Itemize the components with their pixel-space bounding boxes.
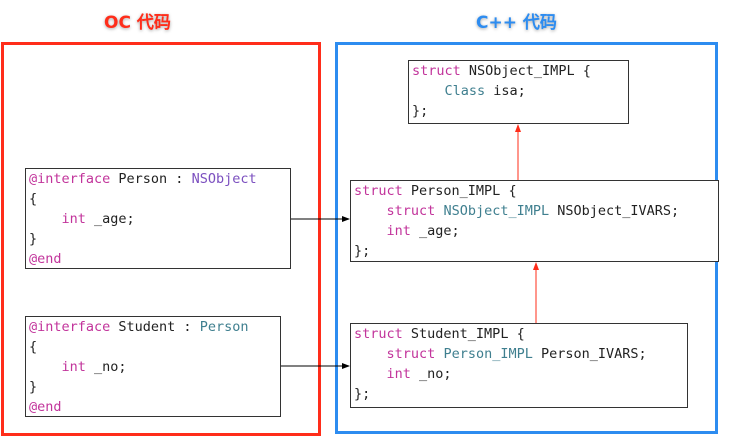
- code-token: NSObject_IMPL {: [460, 63, 591, 79]
- code-token: _age;: [85, 211, 135, 227]
- code-token: NSObject_IMPL: [443, 203, 550, 219]
- code-token: _no;: [85, 359, 127, 375]
- code-token: @end: [29, 399, 62, 415]
- student-impl-struct: struct Student_IMPL { struct Person_IMPL…: [350, 323, 688, 408]
- code-token: Class: [444, 83, 486, 99]
- code-token: Person_IMPL {: [402, 183, 517, 199]
- code-token: int: [61, 359, 86, 375]
- code-token: struct: [412, 63, 461, 79]
- person-impl-struct: struct Person_IMPL { struct NSObject_IMP…: [350, 180, 719, 262]
- cpp-code-title: C++ 代码: [476, 13, 557, 33]
- code-token: struct: [354, 183, 403, 199]
- code-token: Person_IVARS;: [532, 346, 647, 362]
- code-line: int _no;: [29, 357, 277, 377]
- code-line: }: [29, 229, 287, 249]
- student-interface-block: @interface Student : Person { int _no;} @e…: [25, 316, 281, 417]
- oc-code-title: OC 代码: [104, 13, 171, 33]
- code-line: struct Person_IMPL Person_IVARS;: [354, 344, 684, 364]
- code-token: @interface: [29, 319, 111, 335]
- code-token: struct: [354, 326, 403, 342]
- code-token: }: [29, 379, 38, 395]
- code-line: struct Student_IMPL {: [354, 324, 684, 344]
- nsobject-impl-struct: struct NSObject_IMPL { Class isa;};: [408, 60, 629, 124]
- code-token: Person :: [110, 171, 192, 187]
- code-token: {: [29, 191, 38, 207]
- code-token: isa;: [485, 83, 526, 99]
- code-line: struct NSObject_IMPL {: [412, 61, 625, 81]
- code-token: {: [29, 339, 38, 355]
- code-token: NSObject_IVARS;: [549, 203, 680, 219]
- code-token: Person_IMPL: [443, 346, 533, 362]
- code-token: int: [61, 211, 86, 227]
- code-line: int _age;: [29, 209, 287, 229]
- code-token: NSObject: [191, 171, 257, 187]
- code-token: };: [354, 243, 371, 259]
- code-line: };: [412, 101, 625, 121]
- code-line: int _age;: [354, 221, 715, 241]
- code-token: Student :: [110, 319, 200, 335]
- code-token: struct: [386, 203, 436, 219]
- code-line: int _no;: [354, 364, 684, 384]
- code-token: Person: [199, 319, 249, 335]
- code-line: @end: [29, 249, 287, 269]
- code-token: Student_IMPL {: [402, 326, 525, 342]
- code-line: struct Person_IMPL {: [354, 181, 715, 201]
- code-line: struct NSObject_IMPL NSObject_IVARS;: [354, 201, 715, 221]
- person-interface-block: @interface Person : NSObject { int _age;}…: [25, 168, 291, 269]
- code-token: _no;: [410, 366, 452, 382]
- code-line: Class isa;: [412, 81, 625, 101]
- code-token: };: [412, 103, 429, 119]
- oc-code-frame: [1, 42, 321, 436]
- code-line: @interface Student : Person: [29, 317, 277, 337]
- code-line: @end: [29, 397, 277, 417]
- code-token: };: [354, 386, 371, 402]
- code-token: @end: [29, 251, 62, 267]
- code-token: struct: [386, 346, 436, 362]
- code-line: };: [354, 241, 715, 261]
- code-token: }: [29, 231, 38, 247]
- code-line: {: [29, 189, 287, 209]
- code-token: @interface: [29, 171, 111, 187]
- code-line: @interface Person : NSObject: [29, 169, 287, 189]
- code-token: _age;: [410, 223, 460, 239]
- code-token: int: [386, 223, 411, 239]
- code-line: {: [29, 337, 277, 357]
- code-token: int: [386, 366, 411, 382]
- code-line: };: [354, 384, 684, 404]
- code-line: }: [29, 377, 277, 397]
